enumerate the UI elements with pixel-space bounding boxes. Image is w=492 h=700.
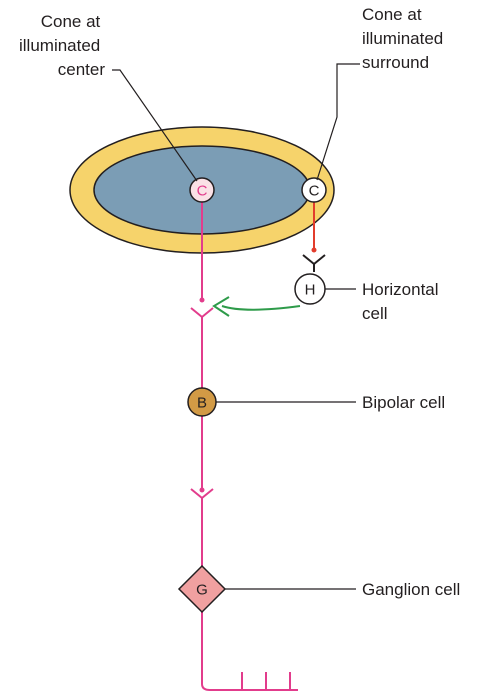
label-ganglion-cell: Ganglion cell bbox=[362, 580, 460, 599]
cone-surround: C bbox=[301, 177, 327, 203]
label-cone-center-line3: center bbox=[58, 60, 106, 79]
center-pathway bbox=[190, 202, 298, 691]
horizontal-cell-process bbox=[212, 296, 301, 317]
bipolar-cell-letter: B bbox=[197, 395, 207, 412]
label-horizontal-line1: Horizontal bbox=[362, 280, 439, 299]
synapse-dot-1 bbox=[199, 297, 205, 303]
label-cone-surround-line3: surround bbox=[362, 53, 429, 72]
leader-lines bbox=[112, 63, 360, 590]
label-bipolar-cell: Bipolar cell bbox=[362, 393, 445, 412]
synapse-cone-bipolar bbox=[190, 307, 214, 319]
cone-surround-body bbox=[301, 177, 327, 203]
ganglion-cell-letter: G bbox=[196, 582, 208, 599]
ganglion-cell: G bbox=[177, 564, 227, 614]
cone-center: C bbox=[189, 177, 215, 203]
label-cone-center: Cone at illuminated center bbox=[19, 12, 105, 79]
label-cone-surround: Cone at illuminated surround bbox=[362, 5, 448, 72]
cone-center-letter: C bbox=[197, 183, 208, 200]
label-horizontal-line2: cell bbox=[362, 304, 388, 323]
leader-cone-surround bbox=[316, 63, 360, 181]
cone-center-body bbox=[189, 177, 215, 203]
cone-surround-letter: C bbox=[309, 183, 320, 200]
leader-cone-center bbox=[112, 69, 198, 182]
label-horizontal-cell: Horizontal cell bbox=[362, 280, 443, 323]
label-cone-center-line2: illuminated bbox=[19, 36, 100, 55]
synapse-cone-horizontal bbox=[302, 254, 326, 272]
horizontal-cell-letter: H bbox=[305, 282, 316, 299]
ganglion-axon bbox=[201, 612, 298, 691]
label-cone-surround-line1: Cone at bbox=[362, 5, 422, 24]
synapse-dot-2 bbox=[199, 487, 205, 493]
label-cone-surround-line2: illuminated bbox=[362, 29, 443, 48]
horizontal-cell: H bbox=[294, 273, 326, 305]
label-cone-center-line1: Cone at bbox=[41, 12, 101, 31]
ganglion-cell-body bbox=[177, 564, 227, 614]
bipolar-cell: B bbox=[187, 387, 217, 417]
surround-synapse-dot bbox=[311, 247, 317, 253]
